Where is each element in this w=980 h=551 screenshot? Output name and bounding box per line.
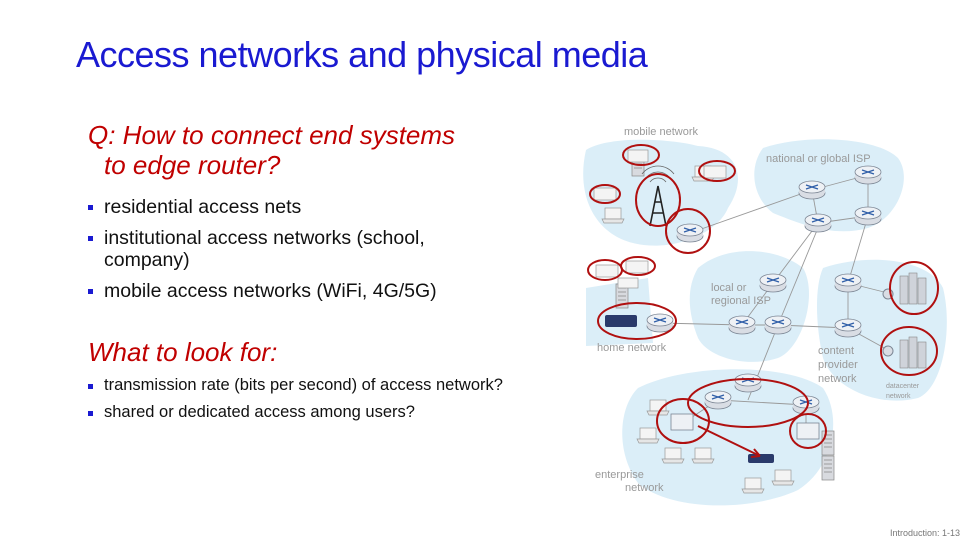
list-item: residential access nets	[86, 196, 506, 218]
content-provider-label-1: content	[818, 345, 854, 357]
mobile-network-label: mobile network	[624, 126, 698, 138]
national-isp-label: national or global ISP	[766, 153, 871, 165]
datacenter-label-1: datacenter	[886, 383, 920, 390]
network-diagram: mobile network national or global ISP lo…	[583, 126, 947, 506]
access-types-list: residential access nets institutional ac…	[86, 196, 506, 311]
slide-title: Access networks and physical media	[76, 34, 648, 75]
enterprise-label-2: network	[625, 482, 664, 494]
home-network-label: home network	[597, 342, 667, 354]
content-provider-label-2: provider	[818, 359, 858, 371]
look-for-heading: What to look for:	[88, 337, 278, 367]
slide-footer: Introduction: 1-13	[889, 528, 960, 538]
local-isp-label-2: regional ISP	[711, 295, 771, 307]
question: Q: How to connect end systems to edge ro…	[88, 120, 528, 180]
local-isp-label-1: local or	[711, 282, 747, 294]
question-line-2: to edge router?	[104, 150, 281, 180]
list-item: shared or dedicated access among users?	[86, 404, 526, 421]
enterprise-label-1: enterprise	[595, 469, 644, 481]
datacenter-label-2: network	[886, 393, 911, 400]
list-item: transmission rate (bits per second) of a…	[86, 377, 526, 394]
list-item: institutional access networks (school, c…	[86, 227, 506, 271]
look-for-list: transmission rate (bits per second) of a…	[86, 377, 526, 431]
content-provider-label-3: network	[818, 373, 857, 385]
question-line-1: Q: How to connect end systems	[88, 120, 456, 150]
list-item: mobile access networks (WiFi, 4G/5G)	[86, 280, 506, 302]
